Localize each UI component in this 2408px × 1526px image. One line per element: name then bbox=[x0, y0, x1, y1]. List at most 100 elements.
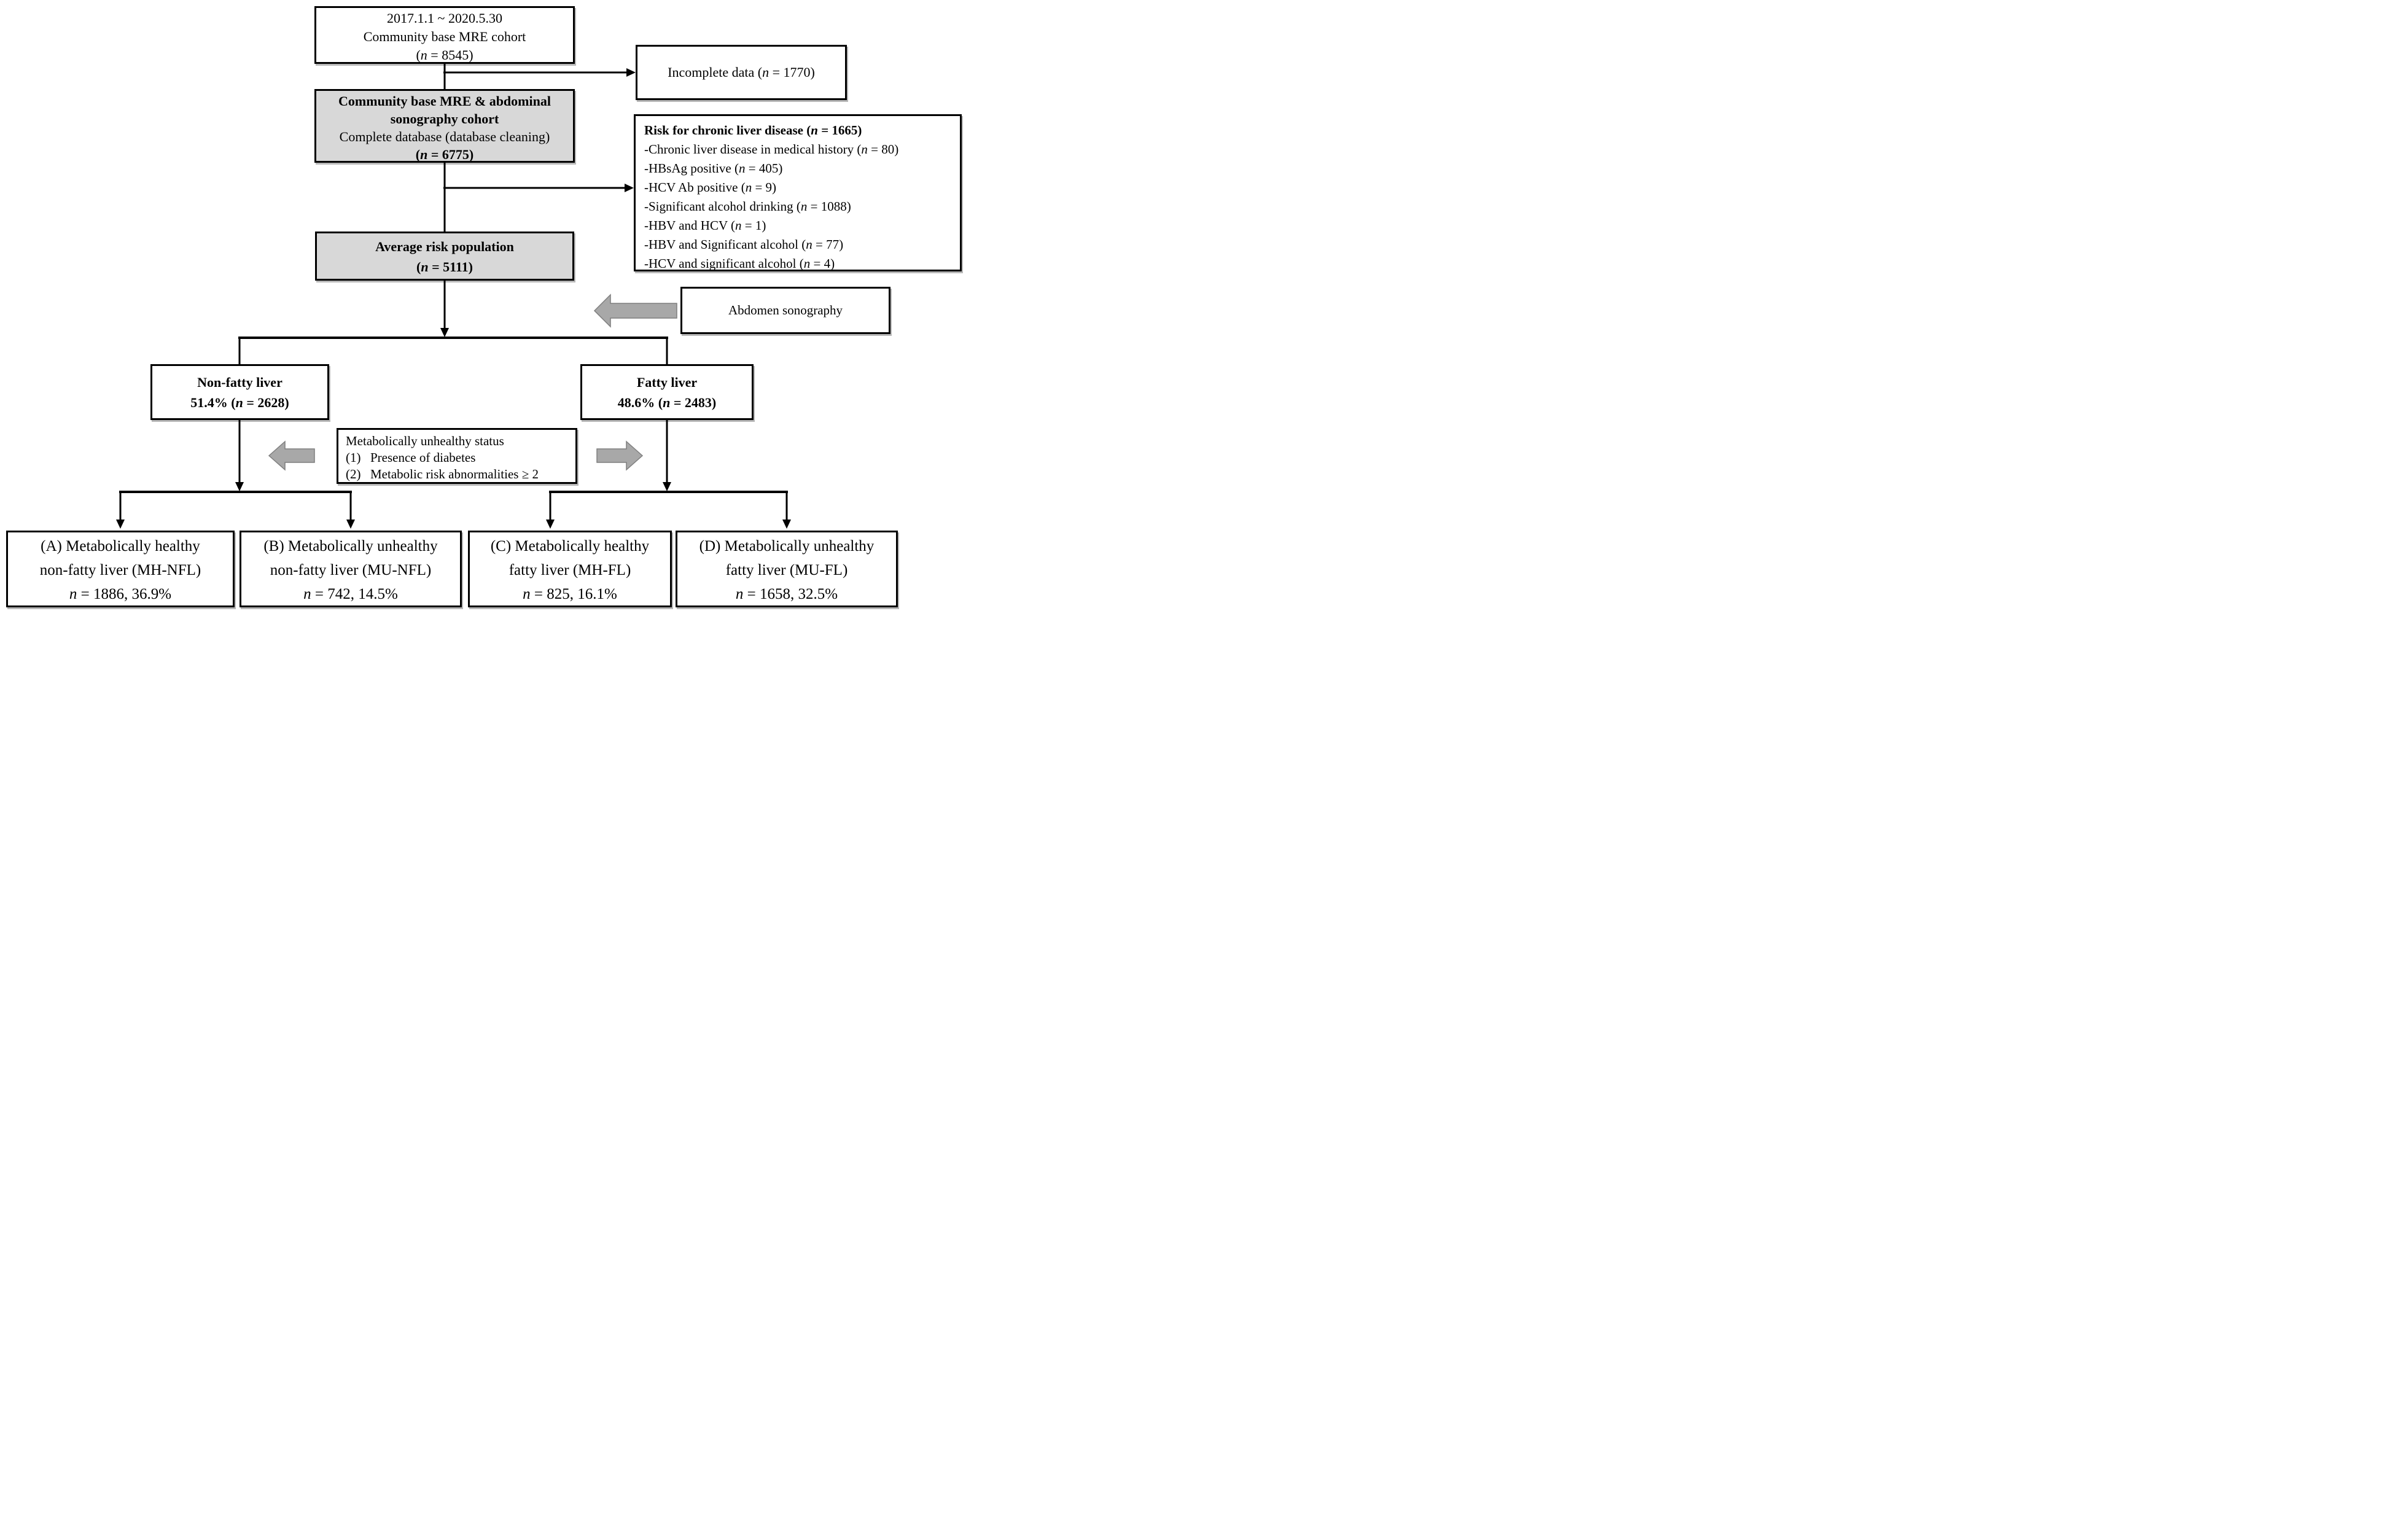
incomplete-pre: Incomplete data ( bbox=[668, 64, 763, 80]
group-c-line2: fatty liver (MH-FL) bbox=[508, 562, 631, 578]
group-a-line2: non-fatty liver (MH-NFL) bbox=[39, 562, 201, 578]
box-community-mre-cohort: 2017.1.1 ~ 2020.5.30 Community base MRE … bbox=[314, 6, 575, 64]
fatty-title: Fatty liver bbox=[636, 375, 698, 390]
box-group-b-mu-nfl: (B) Metabolically unhealthy non-fatty li… bbox=[240, 531, 462, 607]
box-metabolically-unhealthy-status: Metabolically unhealthy status (1) Presen… bbox=[337, 428, 577, 484]
box-fatty-liver: Fatty liver 48.6% (n = 2483) bbox=[580, 364, 754, 420]
risk-title-n-var: n bbox=[811, 123, 818, 138]
group-b-n: n = 742, 14.5% bbox=[241, 582, 460, 606]
mre-sono-subtitle: Complete database (database cleaning) bbox=[339, 129, 550, 144]
fatty-n: 48.6% (n = 2483) bbox=[582, 392, 752, 413]
risk-title: Risk for chronic liver disease (n = 1665… bbox=[644, 121, 954, 140]
metabolic-item-2: (2) Metabolic risk abnormalities ≥ 2 bbox=[346, 466, 571, 483]
group-d-n-var: n bbox=[735, 586, 744, 602]
mre-sono-title-1: Community base MRE & abdominal bbox=[338, 93, 551, 109]
risk-item-3-var: n bbox=[800, 199, 808, 214]
cohort-date-range: 2017.1.1 ~ 2020.5.30 bbox=[387, 10, 502, 26]
cohort-title: Community base MRE cohort bbox=[363, 29, 526, 44]
fatty-n-pre: 48.6% ( bbox=[617, 395, 663, 410]
arrowhead-split2-left bbox=[235, 482, 244, 491]
risk-item: -Chronic liver disease in medical histor… bbox=[644, 140, 954, 159]
metabolic-item-1-num: (1) bbox=[346, 450, 361, 465]
cohort-n-post: = 8545) bbox=[427, 47, 473, 63]
risk-item-2-pre: -HCV Ab positive ( bbox=[644, 180, 746, 195]
nonfatty-title: Non-fatty liver bbox=[197, 375, 282, 390]
cohort-n: (n = 8545) bbox=[316, 46, 573, 64]
mre-sono-n-post: = 6775) bbox=[427, 147, 474, 162]
group-b-n-post: = 742, 14.5% bbox=[311, 586, 398, 602]
block-arrow-left-metabolic-icon bbox=[268, 440, 315, 471]
risk-item-4-pre: -HBV and HCV ( bbox=[644, 218, 735, 233]
box-non-fatty-liver: Non-fatty liver 51.4% (n = 2628) bbox=[150, 364, 329, 420]
box-average-risk-population: Average risk population (n = 5111) bbox=[315, 232, 574, 281]
risk-item-0-pre: -Chronic liver disease in medical histor… bbox=[644, 142, 862, 157]
mre-sono-n-pre: ( bbox=[415, 147, 421, 162]
mre-sono-n: (n = 6775) bbox=[316, 146, 573, 163]
metabolic-title: Metabolically unhealthy status bbox=[346, 434, 504, 448]
risk-item-1-pre: -HBsAg positive ( bbox=[644, 161, 739, 176]
incomplete-label: Incomplete data (n = 1770) bbox=[668, 64, 815, 80]
box-risk-chronic-liver-disease: Risk for chronic liver disease (n = 1665… bbox=[634, 114, 962, 271]
sonography-label: Abdomen sonography bbox=[728, 303, 843, 317]
risk-item-0-var: n bbox=[861, 142, 868, 157]
risk-item-5-pre: -HBV and Significant alcohol ( bbox=[644, 237, 806, 252]
block-arrow-left-sonography-icon bbox=[593, 294, 677, 328]
risk-item-5-post: = 77) bbox=[812, 237, 844, 252]
group-a-n-post: = 1886, 36.9% bbox=[77, 586, 172, 602]
arrowhead-split1 bbox=[440, 328, 449, 337]
average-n-pre: ( bbox=[416, 259, 421, 274]
group-a-n: n = 1886, 36.9% bbox=[8, 582, 233, 606]
block-arrow-right-metabolic-icon bbox=[596, 440, 644, 471]
risk-item: -HCV and significant alcohol (n = 4) bbox=[644, 254, 954, 273]
risk-item: -Significant alcohol drinking (n = 1088) bbox=[644, 197, 954, 216]
average-n: (n = 5111) bbox=[317, 257, 572, 277]
risk-item-3-post: = 1088) bbox=[807, 199, 851, 214]
arrowhead-group-d bbox=[782, 520, 791, 529]
arrowhead-split2-right bbox=[663, 482, 671, 491]
group-b-line2: non-fatty liver (MU-NFL) bbox=[270, 562, 432, 578]
risk-title-pre: Risk for chronic liver disease ( bbox=[644, 123, 811, 138]
risk-item-4-var: n bbox=[734, 218, 742, 233]
nonfatty-n-var: n bbox=[235, 395, 243, 410]
incomplete-post: = 1770) bbox=[769, 64, 815, 80]
average-n-var: n bbox=[421, 259, 429, 274]
metabolic-item-2-text: Metabolic risk abnormalities ≥ 2 bbox=[370, 467, 539, 481]
fatty-n-post: = 2483) bbox=[670, 395, 717, 410]
nonfatty-n-pre: 51.4% ( bbox=[190, 395, 236, 410]
group-b-n-var: n bbox=[303, 586, 311, 602]
arrowhead-group-a bbox=[116, 520, 125, 529]
nonfatty-n-post: = 2628) bbox=[243, 395, 289, 410]
mre-sono-title-2: sonography cohort bbox=[390, 111, 499, 127]
incomplete-n-var: n bbox=[762, 64, 770, 80]
box-group-a-mh-nfl: (A) Metabolically healthy non-fatty live… bbox=[6, 531, 235, 607]
group-a-n-var: n bbox=[69, 586, 77, 602]
average-title: Average risk population bbox=[375, 239, 514, 254]
metabolic-item-2-num: (2) bbox=[346, 467, 361, 481]
box-group-d-mu-fl: (D) Metabolically unhealthy fatty liver … bbox=[676, 531, 898, 607]
risk-item-5-var: n bbox=[806, 237, 812, 252]
group-c-n-post: = 825, 16.1% bbox=[530, 586, 617, 602]
box-incomplete-data: Incomplete data (n = 1770) bbox=[636, 45, 847, 100]
box-mre-sonography-cohort: Community base MRE & abdominal sonograph… bbox=[314, 89, 575, 163]
arrowhead-group-b bbox=[346, 520, 355, 529]
group-d-n-post: = 1658, 32.5% bbox=[743, 586, 838, 602]
risk-item: -HBV and HCV (n = 1) bbox=[644, 216, 954, 235]
risk-item: -HBsAg positive (n = 405) bbox=[644, 159, 954, 178]
group-d-n: n = 1658, 32.5% bbox=[677, 582, 896, 606]
risk-item-6-post: = 4) bbox=[810, 256, 835, 271]
risk-item-6-pre: -HCV and significant alcohol ( bbox=[644, 256, 804, 271]
arrowhead-risk bbox=[625, 184, 634, 192]
metabolic-item-1: (1) Presence of diabetes bbox=[346, 450, 571, 466]
metabolic-item-1-text: Presence of diabetes bbox=[370, 450, 476, 465]
risk-item-4-post: = 1) bbox=[741, 218, 766, 233]
group-c-n: n = 825, 16.1% bbox=[470, 582, 670, 606]
average-n-post: = 5111) bbox=[428, 259, 473, 274]
cohort-n-var: n bbox=[420, 47, 427, 63]
risk-item-1-var: n bbox=[739, 161, 746, 176]
risk-item-0-post: = 80) bbox=[867, 142, 899, 157]
risk-item-1-post: = 405) bbox=[745, 161, 783, 176]
mre-sono-n-var: n bbox=[420, 147, 428, 162]
group-c-n-var: n bbox=[523, 586, 531, 602]
risk-title-post: = 1665) bbox=[817, 123, 862, 138]
risk-item-2-var: n bbox=[745, 180, 752, 195]
